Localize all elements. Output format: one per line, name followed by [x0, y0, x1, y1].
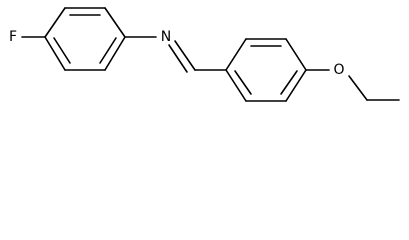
ring2-bond-1 — [225, 38, 247, 71]
ethoxyphenyl-ring — [225, 38, 307, 102]
ring1-double-bond-2 — [99, 37, 117, 64]
ring2-bond-4 — [285, 69, 307, 102]
fluorine-atom-label: F — [9, 29, 17, 45]
ring1-bond-6 — [44, 36, 66, 71]
ring1-double-bond-3 — [53, 37, 71, 64]
ring2-double-bond-3 — [234, 70, 252, 95]
molecule-drawing: F N O — [9, 7, 400, 102]
ring2-bond-3 — [285, 38, 307, 71]
fluorophenyl-ring — [44, 7, 126, 71]
ring2-bond-6 — [225, 69, 247, 102]
oxygen-methylene-bond — [348, 75, 368, 101]
nitrogen-atom-label: N — [161, 29, 171, 45]
imine-bond — [174, 40, 196, 71]
ring1-bond-1 — [44, 7, 66, 38]
ring1-bond-4 — [104, 36, 126, 71]
imine-double-bond — [168, 44, 188, 73]
ring2-double-bond-2 — [280, 70, 298, 95]
ring1-bond-3 — [104, 7, 126, 38]
oxygen-atom-label: O — [333, 62, 344, 78]
chemical-structure: F N O — [0, 0, 409, 111]
